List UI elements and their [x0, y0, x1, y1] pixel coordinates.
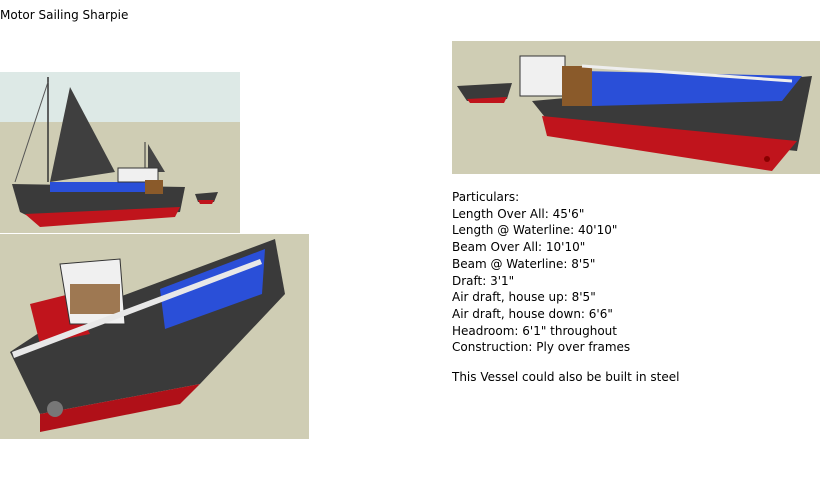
particular-item: Air draft, house down: 6'6" — [452, 306, 613, 321]
particular-item: Air draft, house up: 8'5" — [452, 290, 596, 305]
particular-item: Draft: 3'1" — [452, 273, 515, 288]
particulars-list: Particulars: Length Over All: 45'6" Leng… — [452, 189, 630, 356]
particular-item: Construction: Ply over frames — [452, 340, 631, 355]
document-title: Motor Sailing Sharpie — [0, 8, 129, 22]
particulars-heading: Particulars: — [452, 190, 520, 204]
profile-render-image — [452, 41, 820, 174]
sailing-render-image — [0, 72, 240, 233]
particular-item: Beam @ Waterline: 8'5" — [452, 256, 596, 271]
steel-note: This Vessel could also be built in steel — [452, 370, 680, 384]
particular-item: Length @ Waterline: 40'10" — [452, 223, 618, 238]
particular-item: Beam Over All: 10'10" — [452, 240, 586, 255]
hull-render-image — [0, 234, 309, 439]
particular-item: Length Over All: 45'6" — [452, 206, 585, 221]
particular-item: Headroom: 6'1" throughout — [452, 323, 617, 338]
